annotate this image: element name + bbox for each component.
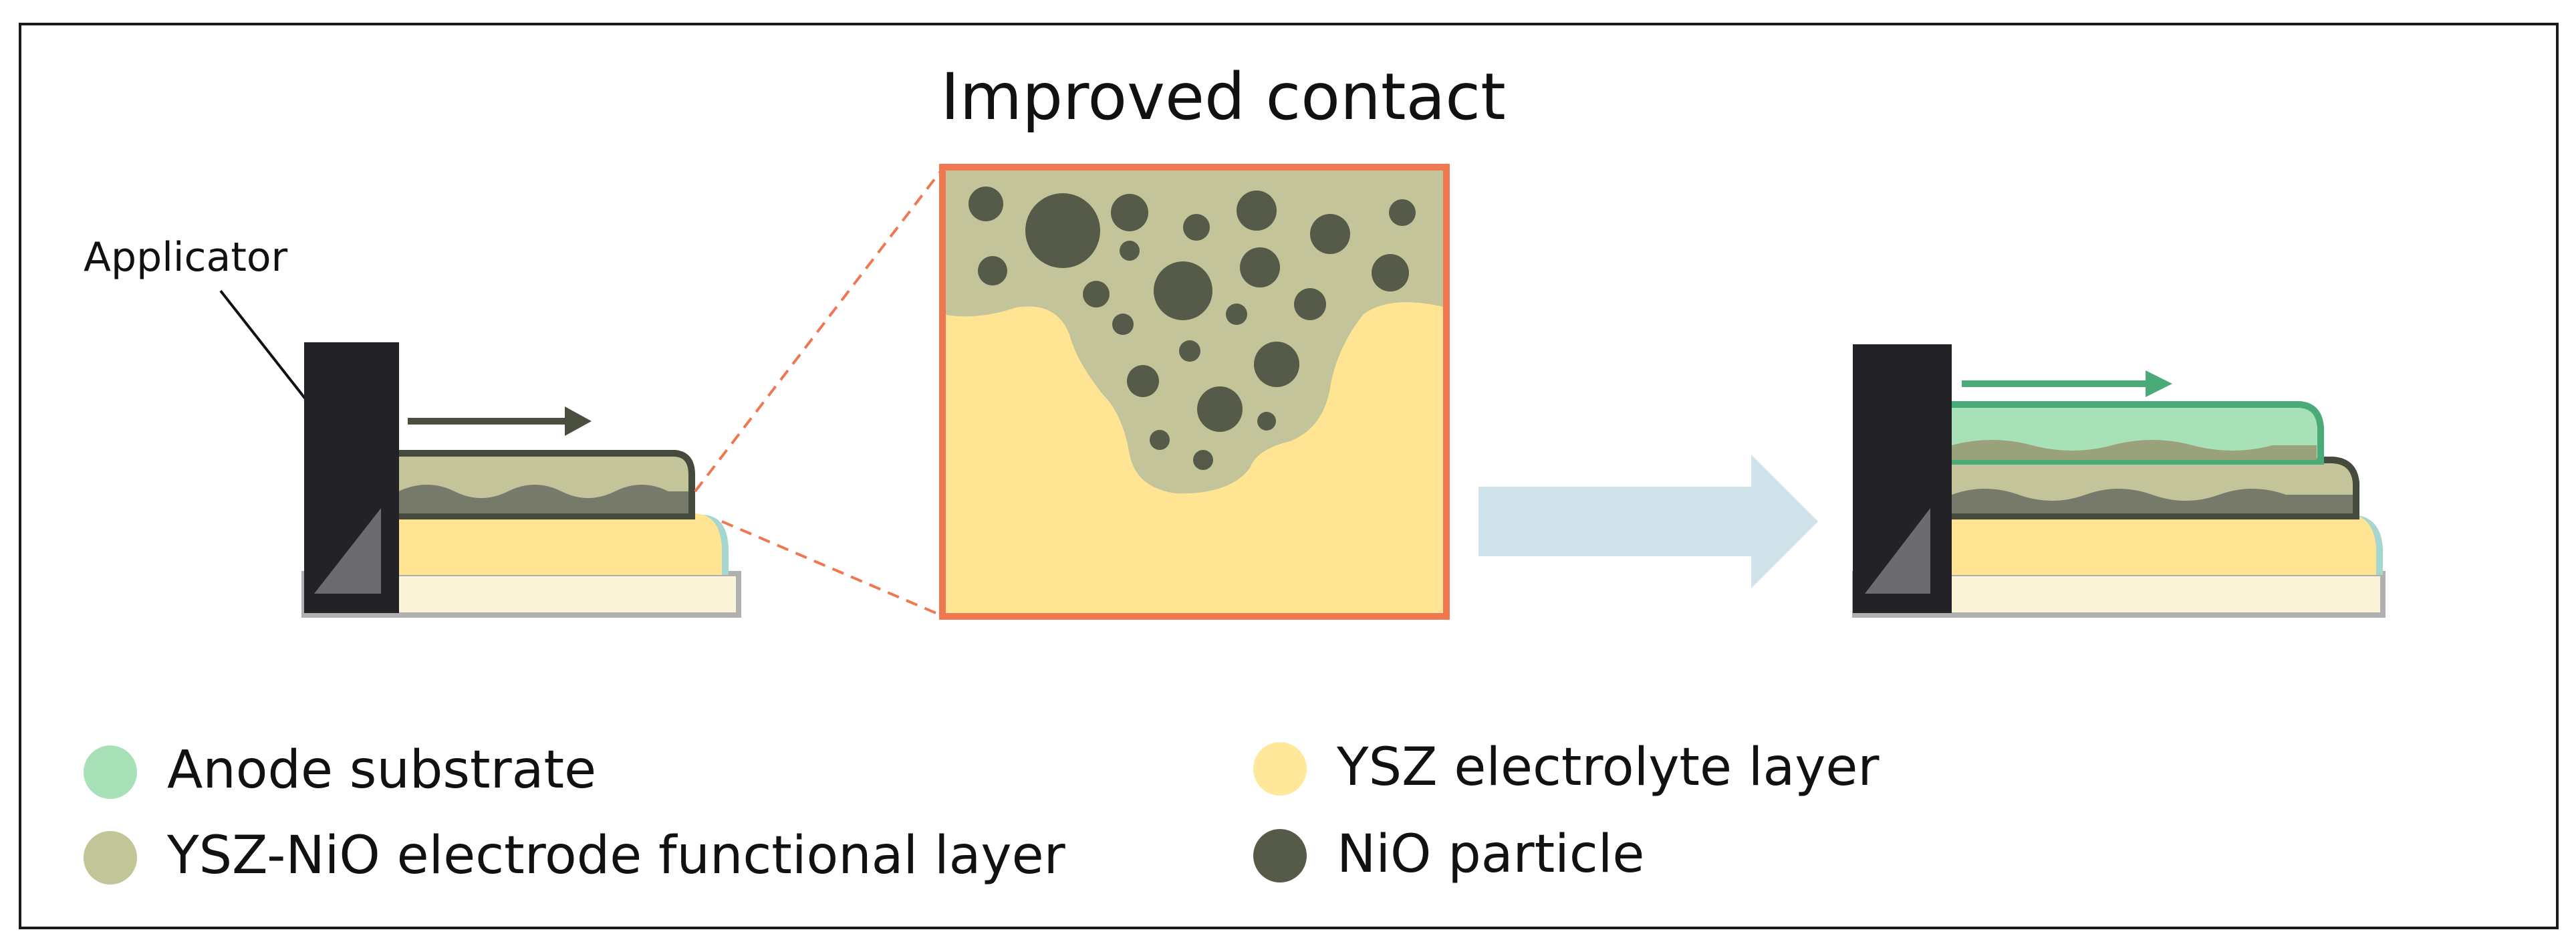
- legend-label-functional: YSZ-NiO electrode functional layer: [166, 826, 1066, 886]
- legend-label-electrolyte: YSZ electrolyte layer: [1336, 737, 1880, 798]
- applicator-tip-right: [1865, 508, 1930, 594]
- legend-label-anode: Anode substrate: [167, 740, 596, 800]
- applicator-label: Applicator: [84, 234, 288, 281]
- legend-swatch-electrolyte: [1253, 742, 1307, 796]
- legend-label-nio: NiO particle: [1337, 824, 1644, 884]
- particle-band-left: [398, 485, 688, 513]
- electrolyte-layer-left: [394, 513, 722, 575]
- zoom-border: [939, 164, 1450, 620]
- legend-swatch-anode: [84, 745, 137, 799]
- particle-band-right: [1952, 489, 2353, 513]
- anode-substrate-layer-right: [1945, 401, 2324, 465]
- right-assembly: [1852, 344, 2386, 618]
- applicator-leader-line: [219, 289, 307, 401]
- zoom-line-bottom: [721, 520, 944, 618]
- zoom-inset: [939, 164, 1450, 620]
- process-flow-arrow: [1478, 455, 1818, 588]
- legend-swatch-nio: [1253, 829, 1307, 882]
- zoom-line-top: [694, 166, 945, 493]
- legend: Anode substrate YSZ-NiO electrode functi…: [84, 737, 1880, 886]
- left-assembly: Applicator: [84, 234, 741, 618]
- applicator-tip-left: [314, 508, 381, 594]
- motion-arrowhead-left: [565, 406, 592, 436]
- nio-particles: [969, 187, 1416, 470]
- legend-swatch-functional: [84, 831, 137, 884]
- electrolyte-layer-right: [1948, 513, 2376, 575]
- motion-arrowhead-right: [2146, 370, 2172, 397]
- interface-band-right: [1952, 440, 2317, 460]
- diagram-title: Improved contact: [940, 60, 1505, 134]
